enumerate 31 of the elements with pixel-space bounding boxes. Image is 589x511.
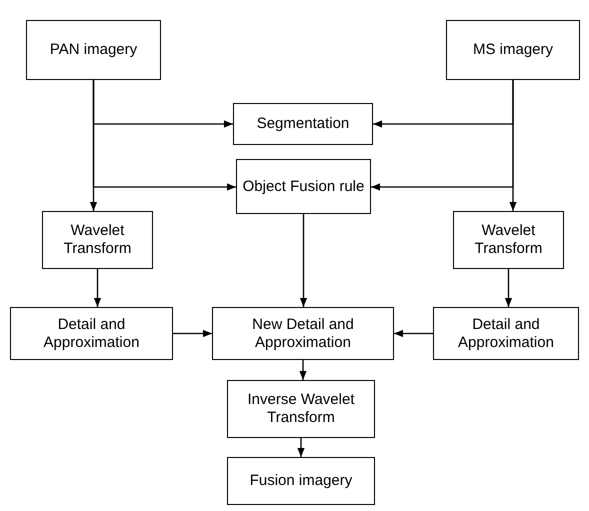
box-label: Object Fusion rule	[242, 178, 364, 196]
box-label: Detail and Approximation	[42, 316, 140, 352]
box-label: Fusion imagery	[250, 472, 352, 490]
process-box	[10, 307, 173, 360]
process-box	[236, 159, 371, 214]
box-label: MS imagery	[472, 41, 554, 59]
process-box	[433, 307, 579, 360]
arrow	[300, 214, 308, 307]
arrow	[297, 438, 305, 457]
box-label: Wavelet Transform	[474, 222, 544, 258]
process-box	[42, 211, 153, 269]
process-box	[233, 103, 373, 145]
arrow	[173, 330, 212, 338]
arrow	[509, 80, 517, 211]
process-box	[446, 20, 580, 80]
process-box	[227, 457, 375, 505]
box-label: Segmentation	[256, 115, 350, 133]
arrow	[299, 360, 307, 380]
arrow	[94, 269, 102, 307]
box-label: Wavelet Transform	[62, 222, 132, 258]
arrow	[394, 330, 433, 338]
process-box	[26, 20, 161, 80]
box-label: Inverse Wavelet Transform	[246, 391, 356, 427]
box-label: PAN imagery	[50, 41, 138, 59]
process-box	[227, 380, 375, 438]
process-box	[453, 211, 564, 269]
process-box	[212, 307, 394, 360]
box-label: New Detail and Approximation	[251, 316, 355, 352]
arrow	[90, 80, 98, 211]
box-label: Detail and Approximation	[457, 316, 555, 352]
arrow	[504, 269, 512, 307]
